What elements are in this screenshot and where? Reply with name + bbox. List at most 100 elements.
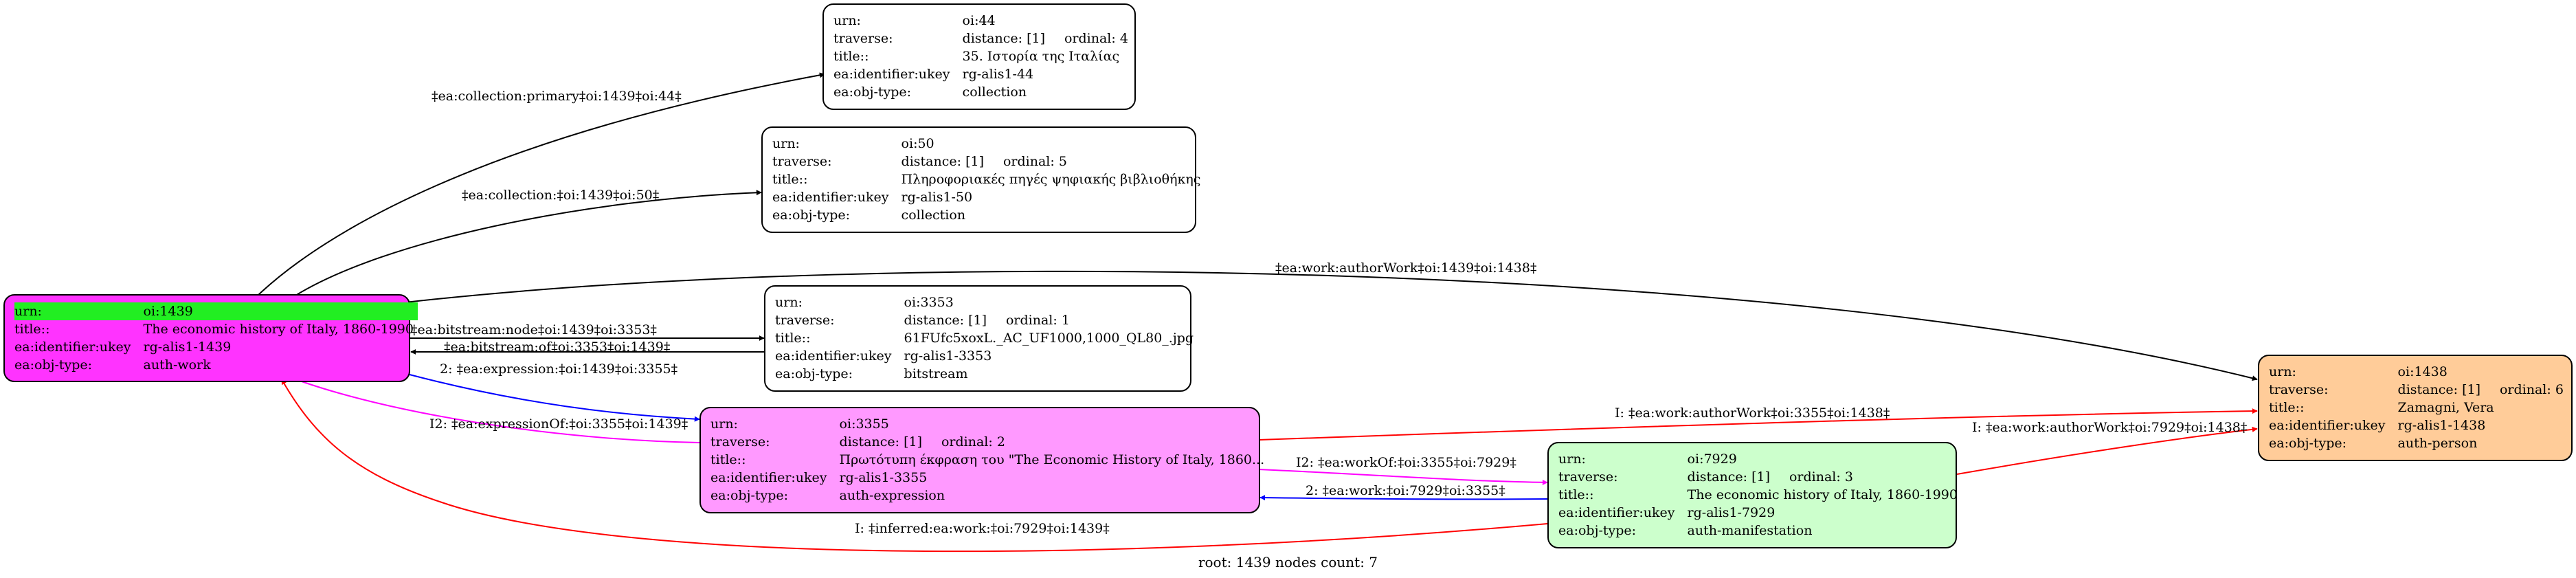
field-urn-label: urn: [1558,452,1586,467]
title-value: Πληροφοριακές πηγές ψηφιακής βιβλιοθήκης [901,172,1201,187]
field-urn-label: urn: [772,136,800,151]
field-traverse-label: traverse: [833,31,893,46]
traverse-value: distance: [1] [839,434,922,449]
edge-label-authorwork-3355: I: ‡ea:work:authorWork‡oi:3355‡oi:1438‡ [1615,405,1890,421]
edge-label-inferred-work: I: ‡inferred:ea:work:‡oi:7929‡oi:1439‡ [855,521,1110,536]
field-title-label: title:: [710,452,746,467]
edge-workof-3355-7929 [1258,469,1548,485]
field-urn-label: urn: [775,295,803,310]
objtype-value: bitstream [904,366,968,381]
ukey-value: rg-alis1-1439 [143,340,232,355]
edge-label-expression: 2: ‡ea:expression:‡oi:1439‡oi:3355‡ [440,362,677,377]
ordinal-value: ordinal: 5 [1003,154,1067,169]
field-title-label: title:: [1558,487,1594,502]
edge-label-collection-primary: ‡ea:collection:primary‡oi:1439‡oi:44‡ [432,89,682,104]
urn-value: oi:44 [962,13,996,28]
field-traverse-label: traverse: [1558,469,1618,485]
ukey-value: rg-alis1-7929 [1687,505,1776,520]
ukey-value: rg-alis1-3353 [904,348,992,364]
edge-label-work: 2: ‡ea:work:‡oi:7929‡oi:3355‡ [1306,483,1505,498]
ordinal-value: ordinal: 4 [1064,31,1128,46]
field-objtype-label: ea:obj-type: [710,488,789,503]
field-urn-label: urn: [710,416,738,432]
field-objtype-label: ea:obj-type: [1558,523,1637,538]
node-oi-1439-root[interactable]: urn:oi:1439 title::The economic history … [3,294,418,382]
edge-label-expressionof: I2: ‡ea:expressionOf:‡oi:3355‡oi:1439‡ [429,416,688,432]
field-title-label: title:: [772,172,808,187]
objtype-value: auth-work [143,357,211,373]
edge-collection-1439-50 [295,190,762,296]
ukey-value: rg-alis1-50 [901,190,973,205]
edge-collection-primary-1439-44 [257,72,825,296]
field-objtype-label: ea:obj-type: [14,357,93,373]
title-value: 61FUfc5xoxL._AC_UF1000,1000_QL80_.jpg [904,331,1194,346]
graph-footer-caption: root: 1439 nodes count: 7 [1198,554,1378,570]
edge-expressionof-3355-1439 [291,377,700,443]
node-oi-3355[interactable]: urn: oi:3355 traverse: distance: [1] ordina… [699,407,1264,513]
urn-value: oi:1439 [143,302,418,320]
field-ukey-label: ea:identifier:ukey [833,67,950,82]
title-value: Zamagni, Vera [2397,400,2494,415]
ordinal-value: ordinal: 3 [1789,469,1853,485]
edge-inferred-work-7929-1439 [281,379,1548,553]
field-ukey-label: ea:identifier:ukey [1558,505,1675,520]
traverse-value: distance: [1] [1687,469,1770,485]
node-oi-3353[interactable]: urn: oi:3353 traverse: distance: [1] ordina… [764,285,1194,392]
edge-work-7929-3355 [1259,495,1548,501]
field-title-label: title:: [833,49,869,64]
traverse-value: distance: [1] [962,31,1045,46]
ordinal-value: ordinal: 1 [1005,313,1070,328]
urn-value: oi:50 [901,136,934,151]
field-traverse-label: traverse: [775,313,835,328]
field-objtype-label: ea:obj-type: [772,208,851,223]
field-urn-label: urn: [833,13,861,28]
node-oi-1438[interactable]: urn: oi:1438 traverse: distance: [1] ordina… [2258,355,2573,461]
field-ukey-label: ea:identifier:ukey [775,348,892,364]
edge-label-bitstream-of: ‡ea:bitstream:of‡oi:3353‡oi:1439‡ [444,340,670,355]
ordinal-value: ordinal: 6 [2499,382,2564,397]
node-oi-7929[interactable]: urn: oi:7929 traverse: distance: [1] ordina… [1547,442,1958,548]
edge-label-authorwork-7929: I: ‡ea:work:authorWork‡oi:7929‡oi:1438‡ [1972,420,2247,435]
edge-authorwork-3355-1438 [1258,408,2258,441]
field-ukey-label: ea:identifier:ukey [2269,418,2386,433]
traverse-value: distance: [1] [901,154,984,169]
objtype-value: auth-person [2397,436,2478,451]
title-value: Πρωτότυπη έκφραση του "The Economic Hist… [839,452,1265,467]
title-value: 35. Ιστορία της Ιταλίας [962,49,1120,64]
urn-value: oi:7929 [1687,452,1737,467]
traverse-value: distance: [1] [904,313,987,328]
objtype-value: auth-expression [839,488,945,503]
node-oi-44[interactable]: urn: oi:44 traverse: distance: [1] ordinal:… [822,3,1136,110]
field-title-label: title:: [2269,400,2305,415]
field-objtype-label: ea:obj-type: [775,366,853,381]
ukey-value: rg-alis1-1438 [2397,418,2486,433]
field-urn-label: urn: [14,302,144,320]
traverse-value: distance: [1] [2397,382,2480,397]
field-objtype-label: ea:obj-type: [2269,436,2347,451]
urn-value: oi:3355 [839,416,889,432]
field-urn-label: urn: [2269,364,2296,379]
urn-value: oi:3353 [904,295,954,310]
field-objtype-label: ea:obj-type: [833,85,912,100]
ordinal-value: ordinal: 2 [941,434,1005,449]
title-value: The economic history of Italy, 1860-1990 [1687,487,1958,502]
field-title-label: title:: [14,322,50,337]
edge-expression-1439-3355 [409,374,700,422]
edge-label-authorwork-1439: ‡ea:work:authorWork‡oi:1439‡oi:1438‡ [1275,260,1536,276]
field-traverse-label: traverse: [710,434,770,449]
field-ukey-label: ea:identifier:ukey [14,340,131,355]
ukey-value: rg-alis1-3355 [839,470,928,485]
objtype-value: auth-manifestation [1687,523,1813,538]
edge-label-bitstream-node: ‡ea:bitstream:node‡oi:1439‡oi:3353‡ [411,322,657,337]
title-value: The economic history of Italy, 1860-1990 [143,322,414,337]
ukey-value: rg-alis1-44 [962,67,1034,82]
urn-value: oi:1438 [2397,364,2448,379]
edge-authorwork-7929-1438 [1956,426,2258,475]
edge-authorwork-1439-1438 [405,270,2258,381]
edge-label-collection: ‡ea:collection:‡oi:1439‡oi:50‡ [462,188,659,203]
edge-label-workof: I2: ‡ea:workOf:‡oi:3355‡oi:7929‡ [1296,455,1516,470]
field-traverse-label: traverse: [772,154,832,169]
node-oi-50[interactable]: urn: oi:50 traverse: distance: [1] ordinal:… [761,126,1200,233]
field-traverse-label: traverse: [2269,382,2329,397]
